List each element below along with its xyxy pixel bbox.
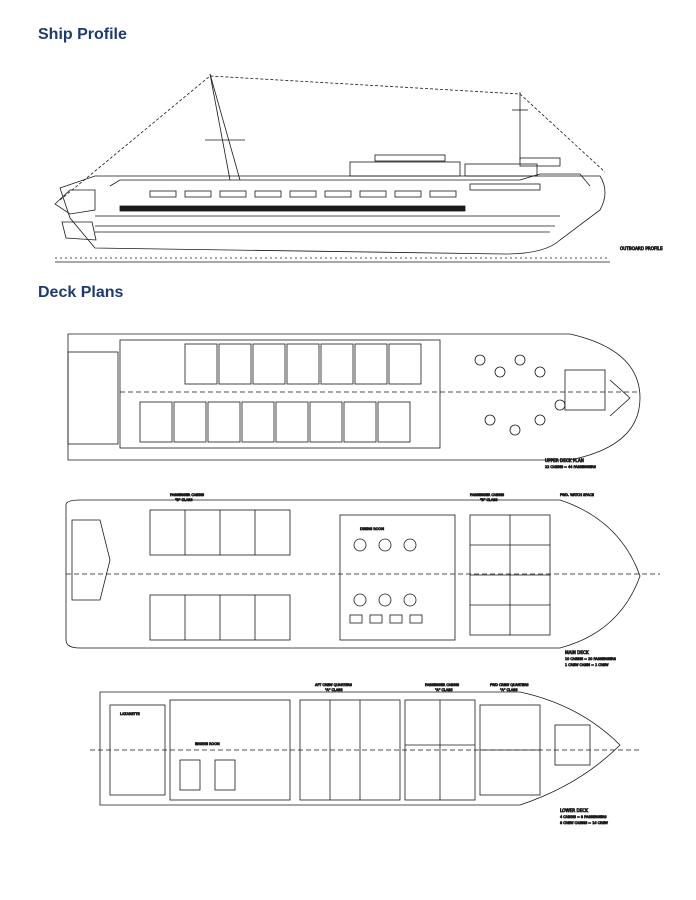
main-deck-outline [65, 499, 641, 649]
lower-deck-title: LOWER DECK [560, 808, 588, 813]
lazarette-label: LAZARETTE [120, 712, 140, 716]
lower-deck-sub1: 4 CABINS = 8 PASSENGERS [560, 815, 607, 819]
dining-tables [349, 538, 423, 624]
main-header-left: PASSENGER CABINS [170, 493, 204, 497]
main-deck-plan: PASSENGER CABINS "B" CLASS PASSENGER CAB… [65, 493, 660, 667]
hull-outline [59, 175, 606, 255]
upper-lounge-tables [474, 354, 566, 436]
ship-profile-drawing: OUTBOARD PROFILE [54, 73, 663, 263]
main-header-right: PASSENGER CABINS [470, 493, 504, 497]
main-header-right-class: "B" CLASS [480, 498, 497, 502]
main-header-fwd: FWD. WATCH SPACE [560, 493, 594, 497]
main-deck-title: MAIN DECK [565, 650, 589, 655]
superstructure [109, 173, 591, 187]
profile-label: OUTBOARD PROFILE [620, 246, 663, 251]
profile-windows [149, 183, 541, 198]
lower-header-aft-class: "A" CLASS [325, 688, 342, 692]
main-mast [209, 73, 231, 181]
lower-header-crew-class: "A" CLASS [500, 688, 517, 692]
lower-deck-plan: LAZARETTE ENGINE ROOM AFT CREW QUARTERS … [90, 683, 640, 825]
lower-deck-sub2: 8 CREW CABINS = 16 CREW [560, 821, 608, 825]
upper-deck-subtitle: 22 CABINS = 44 PASSENGERS [545, 465, 596, 469]
main-deck-sub2: 1 CREW CABIN = 1 CREW [565, 663, 609, 667]
upper-cabins-bottom [139, 401, 411, 443]
main-header-left-class: "B" CLASS [175, 498, 192, 502]
upper-deck-title: UPPER DECK PLAN [545, 458, 584, 463]
upper-deck-outline [67, 333, 641, 461]
dining-room-label: DINING ROOM [360, 527, 384, 531]
lower-header-crew: FWD CREW QUARTERS [490, 683, 529, 687]
hull-stripe [119, 205, 466, 212]
engine-room-label: ENGINE ROOM [195, 742, 220, 746]
lower-header-pass: PASSENGER CABINS [425, 683, 459, 687]
section-title-ship-profile: Ship Profile [38, 26, 127, 43]
lower-header-pass-class: "A" CLASS [435, 688, 452, 692]
main-deck-sub1: 10 CABINS = 20 PASSENGERS [565, 657, 616, 661]
upper-deck-plan: UPPER DECK PLAN 22 CABINS = 44 PASSENGER… [67, 333, 641, 469]
dining-room-area [339, 514, 456, 641]
lower-header-aft: AFT CREW QUARTERS [315, 683, 352, 687]
main-cabins-aft [184, 510, 256, 640]
upper-cabins-top [184, 343, 422, 385]
lower-deck-outline [99, 691, 621, 806]
section-title-deck-plans: Deck Plans [38, 284, 124, 301]
